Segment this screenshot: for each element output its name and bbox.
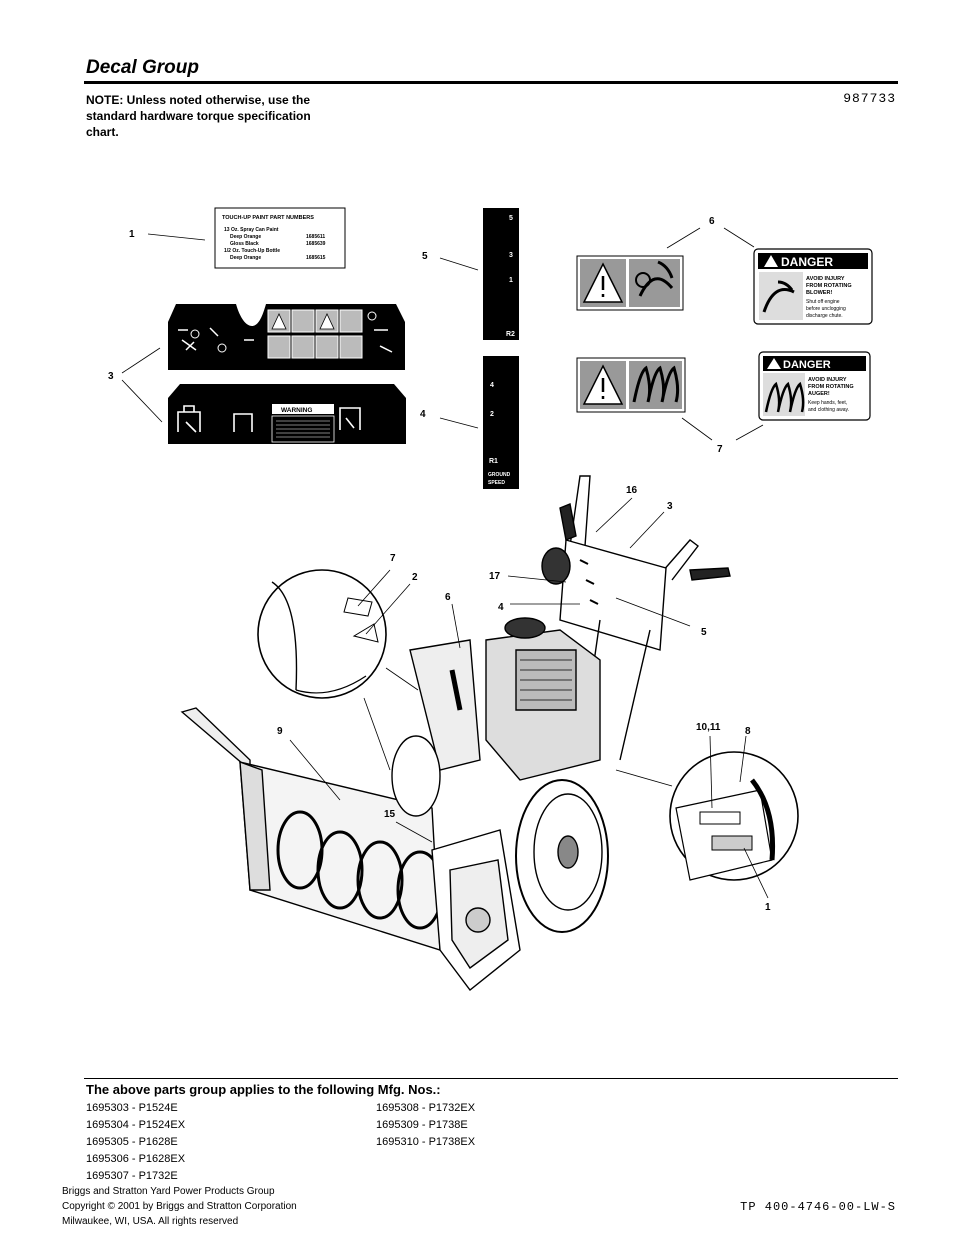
company-copyright: Briggs and Stratton Yard Power Products … [62, 1184, 297, 1229]
forward-label-speed: SPEED [488, 480, 505, 486]
callout-main-4: 4 [498, 602, 504, 613]
callout-main-6: 6 [445, 592, 451, 603]
callout-main-9: 9 [277, 726, 283, 737]
copyright-line: Copyright © 2001 by Briggs and Stratton … [62, 1201, 297, 1212]
mfg-item: 1695307 - P1732E [86, 1170, 178, 1182]
torque-note: NOTE: Unless noted otherwise, use the st… [86, 93, 311, 139]
page-title: Decal Group [86, 57, 199, 78]
location-line: Milwaukee, WI, USA. All rights reserved [62, 1216, 239, 1227]
detail-circle-chute [257, 569, 419, 771]
danger-auger-heading: DANGER [783, 359, 831, 371]
touchup-line2-label: Deep Orange [230, 234, 261, 240]
callout-3: 3 [108, 371, 114, 382]
mfg-item: 1695306 - P1628EX [86, 1153, 186, 1165]
touchup-line2-num: 1685611 [306, 234, 325, 240]
callout-1: 1 [129, 229, 135, 240]
forward-speed-decal: 4 2 R1 GROUND SPEED [483, 356, 519, 489]
callout-main-3: 3 [667, 501, 673, 512]
mfg-item: 1695309 - P1738E [376, 1119, 468, 1131]
danger-blower-line2: FROM ROTATING [806, 283, 852, 289]
applies-heading: The above parts group applies to the fol… [86, 1082, 441, 1097]
danger-auger-line4: Keep hands, feet, [808, 400, 847, 406]
mfg-item: 1695310 - P1738EX [376, 1136, 476, 1148]
touchup-line1: 13 Oz. Spray Can Paint [224, 227, 279, 233]
touchup-paint-decal: TOUCH-UP PAINT PART NUMBERS 13 Oz. Spray… [214, 207, 346, 269]
danger-auger-decal: DANGER AVOID INJURY FROM ROTATING AUGER!… [758, 351, 871, 421]
control-panel-decal [168, 304, 405, 370]
document-number: 987733 [843, 91, 896, 106]
mfg-list-column-2: 1695308 - P1732EX 1695309 - P1738E 16953… [376, 1100, 475, 1151]
danger-blower-line5: before unclogging [806, 306, 846, 312]
callout-6: 6 [709, 216, 715, 227]
snowthrower-illustration [180, 475, 731, 991]
forward-label-ground: GROUND [488, 472, 511, 478]
reverse-speed-decal: 5 3 1 R2 [483, 208, 519, 340]
footer-rule [84, 1078, 898, 1079]
forward-mark-2: 2 [490, 411, 494, 418]
company-line: Briggs and Stratton Yard Power Products … [62, 1186, 275, 1197]
mfg-item: 1695308 - P1732EX [376, 1102, 476, 1114]
callout-7: 7 [717, 444, 723, 455]
touchup-line5-num: 1685615 [306, 255, 326, 261]
forward-mark-4: 4 [490, 382, 494, 389]
callout-main-7: 7 [390, 553, 396, 564]
parts-diagram: TOUCH-UP PAINT PART NUMBERS 13 Oz. Spray… [108, 207, 873, 991]
touchup-line3-label: Gloss Black [230, 241, 259, 247]
blower-pictogram-decal [576, 255, 684, 311]
callout-5: 5 [422, 251, 428, 262]
warning-decal: WARNING [168, 384, 406, 444]
callout-main-15: 15 [384, 809, 396, 820]
danger-blower-line4: Shut off engine [806, 299, 840, 305]
callout-main-16: 16 [626, 485, 638, 496]
touchup-line5-label: Deep Orange [230, 255, 261, 261]
touchup-heading: TOUCH-UP PAINT PART NUMBERS [222, 215, 314, 221]
callout-main-17: 17 [489, 571, 501, 582]
callout-main-2: 2 [412, 572, 418, 583]
callout-main-10-11: 10,11 [696, 722, 721, 733]
mfg-item: 1695303 - P1524E [86, 1102, 178, 1114]
mfg-item: 1695305 - P1628E [86, 1136, 178, 1148]
danger-auger-line2: FROM ROTATING [808, 384, 854, 390]
forward-mark-r1: R1 [489, 458, 498, 465]
danger-blower-heading: DANGER [781, 255, 833, 269]
callout-4: 4 [420, 409, 426, 420]
reverse-mark-3: 3 [509, 252, 513, 259]
danger-blower-decal: DANGER AVOID INJURY FROM ROTATING BLOWER… [753, 248, 873, 325]
touchup-line3-num: 1685639 [306, 241, 326, 247]
callout-main-5: 5 [701, 627, 707, 638]
danger-blower-line3: BLOWER! [806, 290, 832, 296]
callout-main-1: 1 [765, 902, 771, 913]
warning-heading: WARNING [281, 407, 312, 414]
callout-main-8: 8 [745, 726, 751, 737]
reverse-mark-5: 5 [509, 215, 513, 222]
danger-blower-line6: discharge chute. [806, 313, 843, 319]
detail-circle-frame [615, 751, 799, 881]
danger-auger-line1: AVOID INJURY [808, 377, 847, 383]
reverse-mark-1: 1 [509, 277, 513, 284]
auger-pictogram-decal [576, 357, 686, 413]
reverse-mark-r2: R2 [506, 331, 515, 338]
danger-auger-line3: AUGER! [808, 391, 830, 397]
tp-number: TP 400-4746-00-LW-S [740, 1200, 896, 1214]
title-rule [84, 81, 898, 84]
danger-blower-line1: AVOID INJURY [806, 276, 845, 282]
mfg-list-column-1: 1695303 - P1524E 1695304 - P1524EX 16953… [86, 1100, 185, 1185]
mfg-item: 1695304 - P1524EX [86, 1119, 186, 1131]
danger-auger-line5: and clothing away. [808, 407, 849, 413]
touchup-line4: 1/2 Oz. Touch-Up Bottle [224, 248, 280, 254]
